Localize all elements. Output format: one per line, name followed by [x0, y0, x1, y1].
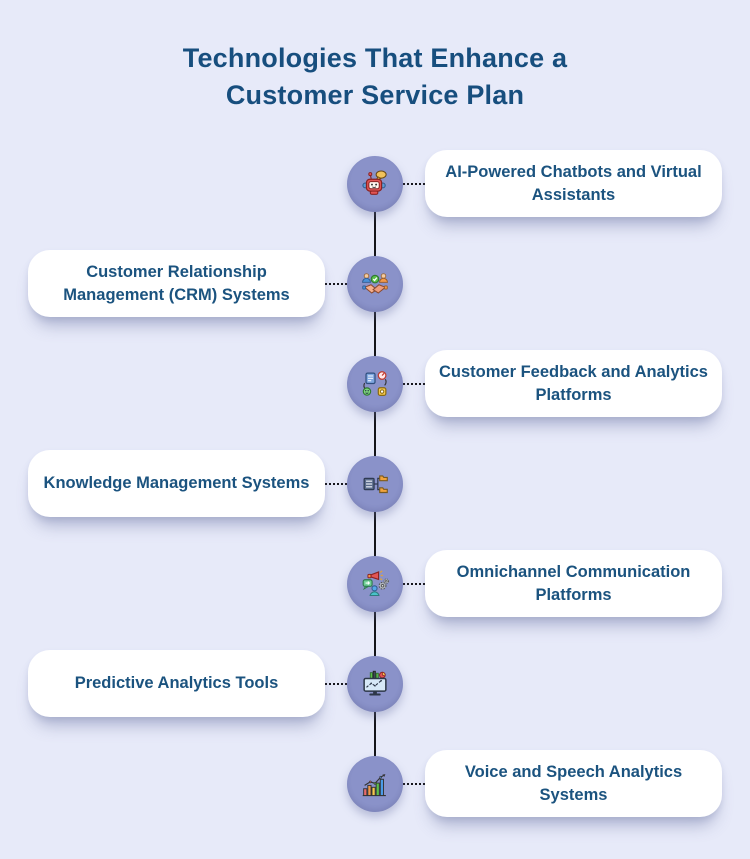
item-card-feedback: Customer Feedback and Analytics Platform… [425, 350, 722, 417]
item-card-predictive: Predictive Analytics Tools [28, 650, 325, 717]
connector-dotted-6 [325, 683, 347, 685]
voice-analytics-chart-icon [362, 774, 386, 797]
timeline-node-voice [347, 756, 403, 812]
item-label: Predictive Analytics Tools [74, 674, 279, 692]
item-card-knowledge: Knowledge Management Systems [28, 450, 325, 517]
item-label: Omnichannel Communication Platforms [456, 562, 691, 604]
item-label: Customer Relationship Management (CRM) S… [63, 262, 290, 304]
timeline-node-knowledge [347, 456, 403, 512]
connector-dotted-7 [403, 783, 425, 785]
connector-dotted-4 [325, 483, 347, 485]
knowledge-base-folders-icon [363, 475, 388, 494]
timeline-node-predictive [347, 656, 403, 712]
item-label: Voice and Speech Analytics Systems [464, 762, 683, 804]
item-card-voice: Voice and Speech Analytics Systems [425, 750, 722, 817]
connector-dotted-3 [403, 383, 425, 385]
timeline-node-crm [347, 256, 403, 312]
page-title-line1: Technologies That Enhance a [182, 43, 568, 73]
crm-handshake-icon [362, 273, 388, 294]
predictive-analytics-monitor-icon [363, 670, 387, 696]
item-label: AI-Powered Chatbots and Virtual Assistan… [445, 162, 702, 204]
page-title: Technologies That Enhance a Customer Ser… [0, 40, 750, 114]
timeline-node-omnichannel [347, 556, 403, 612]
feedback-analytics-icon [362, 371, 387, 396]
connector-dotted-2 [325, 283, 347, 285]
timeline-node-feedback [347, 356, 403, 412]
chatbot-robot-icon [362, 170, 387, 195]
omnichannel-megaphone-icon [362, 570, 390, 597]
item-card-omnichannel: Omnichannel Communication Platforms [425, 550, 722, 617]
connector-dotted-5 [403, 583, 425, 585]
item-label: Customer Feedback and Analytics Platform… [439, 362, 708, 404]
item-card-chatbots: AI-Powered Chatbots and Virtual Assistan… [425, 150, 722, 217]
connector-dotted-1 [403, 183, 425, 185]
page-title-line2: Customer Service Plan [225, 80, 525, 110]
timeline-node-chatbots [347, 156, 403, 212]
item-card-crm: Customer Relationship Management (CRM) S… [28, 250, 325, 317]
item-label: Knowledge Management Systems [43, 474, 310, 492]
